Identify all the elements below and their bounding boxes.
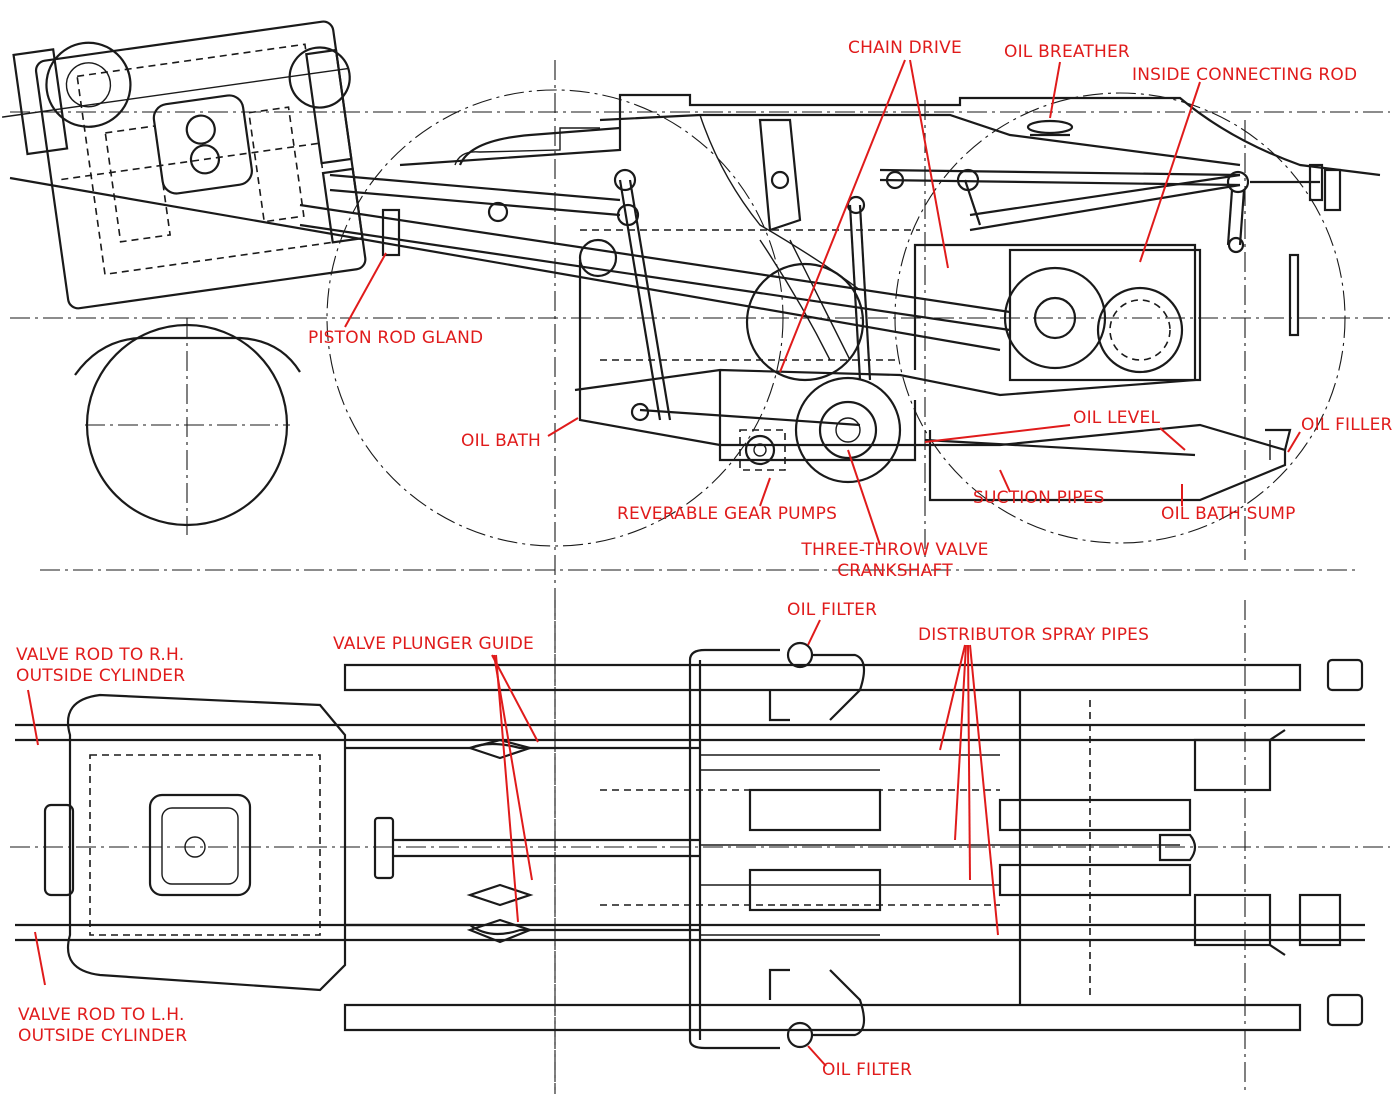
label-valve-rod-rh: VALVE ROD TO R.H. OUTSIDE CYLINDER: [16, 645, 185, 687]
plan-view: [10, 569, 1390, 1094]
label-oil-bath-sump: OIL BATH SUMP: [1161, 504, 1296, 524]
label-valve-rod-rh-line2: OUTSIDE CYLINDER: [16, 666, 186, 686]
label-oil-level: OIL LEVEL: [1073, 408, 1161, 428]
label-valve-plunger-guide: VALVE PLUNGER GUIDE: [333, 634, 534, 654]
label-oil-filter-top: OIL FILTER: [787, 600, 878, 620]
label-valve-rod-lh-line2: OUTSIDE CYLINDER: [18, 1026, 188, 1046]
oil-bath-casing: [578, 260, 1287, 502]
label-oil-breather: OIL BREATHER: [1004, 42, 1130, 62]
label-oil-filler: OIL FILLER: [1301, 415, 1393, 435]
label-piston-rod-gland: PISTON ROD GLAND: [308, 328, 484, 348]
side-elevation: [2, 20, 1390, 1094]
oil-filter-bottom-body: [786, 1021, 814, 1049]
label-three-throw-line1: THREE-THROW VALVE: [801, 540, 989, 560]
label-inside-connecting-rod: INSIDE CONNECTING ROD: [1132, 65, 1358, 85]
label-distributor-spray-pipes: DISTRIBUTOR SPRAY PIPES: [918, 625, 1150, 645]
leading-wheel: [85, 323, 289, 527]
leader-lines: [27, 59, 1301, 1067]
label-three-throw-crankshaft: THREE-THROW VALVE CRANKSHAFT: [790, 540, 1000, 582]
driving-wheel-rear: [894, 92, 1346, 544]
three-throw-crankshaft: [794, 376, 902, 484]
label-chain-drive: CHAIN DRIVE: [848, 38, 962, 58]
label-valve-rod-lh: VALVE ROD TO L.H. OUTSIDE CYLINDER: [18, 1005, 187, 1047]
label-suction-pipes: SUCTION PIPES: [973, 488, 1105, 508]
label-oil-filter-bottom: OIL FILTER: [822, 1060, 913, 1080]
oil-filter-top-body: [786, 641, 814, 669]
piston-rod-gland: [381, 208, 401, 257]
label-reversable-gear-pumps: REVERABLE GEAR PUMPS: [617, 504, 838, 524]
label-valve-rod-rh-line1: VALVE ROD TO R.H.: [16, 645, 185, 665]
label-oil-bath: OIL BATH: [461, 431, 542, 451]
cylinder-block-plan: [66, 693, 347, 992]
driving-wheel-front: [326, 89, 784, 547]
cylinder-block: [2, 20, 367, 310]
label-valve-rod-lh-line1: VALVE ROD TO L.H.: [18, 1005, 185, 1025]
label-three-throw-line2: CRANKSHAFT: [837, 561, 953, 581]
